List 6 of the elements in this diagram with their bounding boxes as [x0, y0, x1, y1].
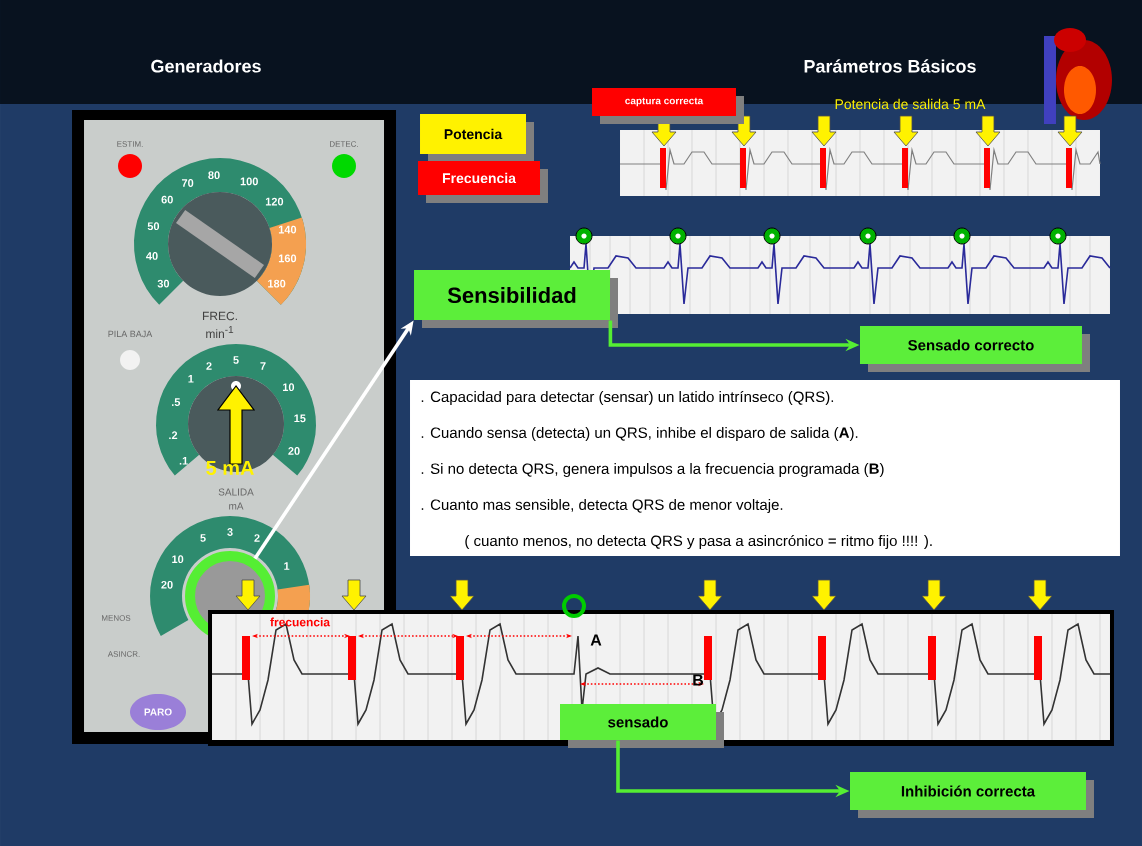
value-label: 5 mA	[206, 461, 254, 475]
strip-annotation: B	[693, 674, 704, 686]
heading: Generadores	[151, 59, 261, 73]
heading: Parámetros Básicos	[804, 59, 976, 73]
strip-annotation: A	[590, 634, 602, 646]
label-box: Sensibilidad	[414, 270, 618, 328]
